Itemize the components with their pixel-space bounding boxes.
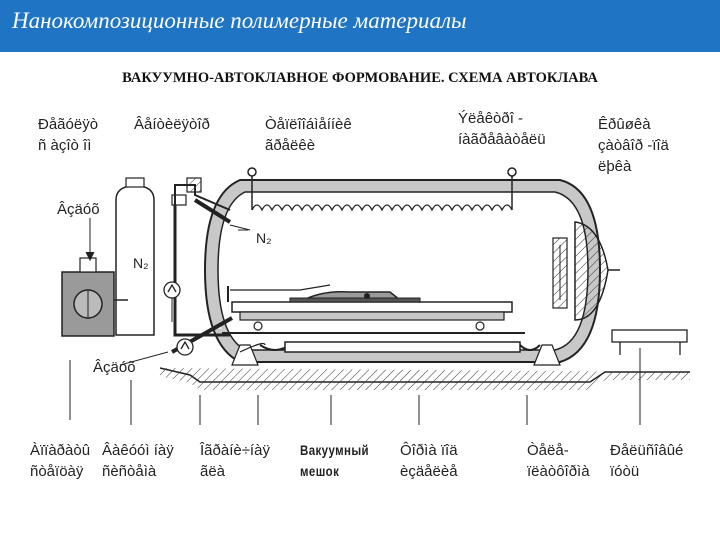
label-n2-tank: N₂ bbox=[133, 255, 149, 271]
label-left-1: Âçäóõ bbox=[57, 201, 100, 218]
label-top-2: Âåíòèëÿòîð bbox=[134, 116, 210, 133]
support-frame bbox=[231, 341, 561, 366]
mould bbox=[227, 284, 421, 303]
diagram-title: ВАКУУМНО-АВТОКЛАВНОЕ ФОРМОВАНИЕ. СХЕМА А… bbox=[122, 70, 598, 86]
autoclave-door bbox=[574, 221, 620, 321]
leader-lines bbox=[69, 218, 641, 425]
heating-coil bbox=[247, 167, 517, 212]
label-n2-inner: N₂ bbox=[256, 230, 272, 246]
fan bbox=[552, 237, 568, 309]
label-top-4: Ýëåêòðî -íàãðåâàòåëü bbox=[458, 110, 546, 148]
ground bbox=[159, 367, 690, 390]
inlet-valve bbox=[171, 198, 233, 356]
label-left-2: Âçäóõ bbox=[93, 359, 136, 376]
nitrogen-tank bbox=[115, 177, 155, 336]
rails bbox=[611, 329, 688, 355]
slide-header: Нанокомпозиционные полимерные материалы bbox=[0, 0, 720, 52]
slide-title: Нанокомпозиционные полимерные материалы bbox=[12, 8, 467, 33]
label-bottom-6: Òåëå-ïëàòôîðìà bbox=[527, 442, 590, 480]
gas-piping bbox=[163, 177, 231, 337]
vacuum-pump bbox=[61, 257, 128, 337]
